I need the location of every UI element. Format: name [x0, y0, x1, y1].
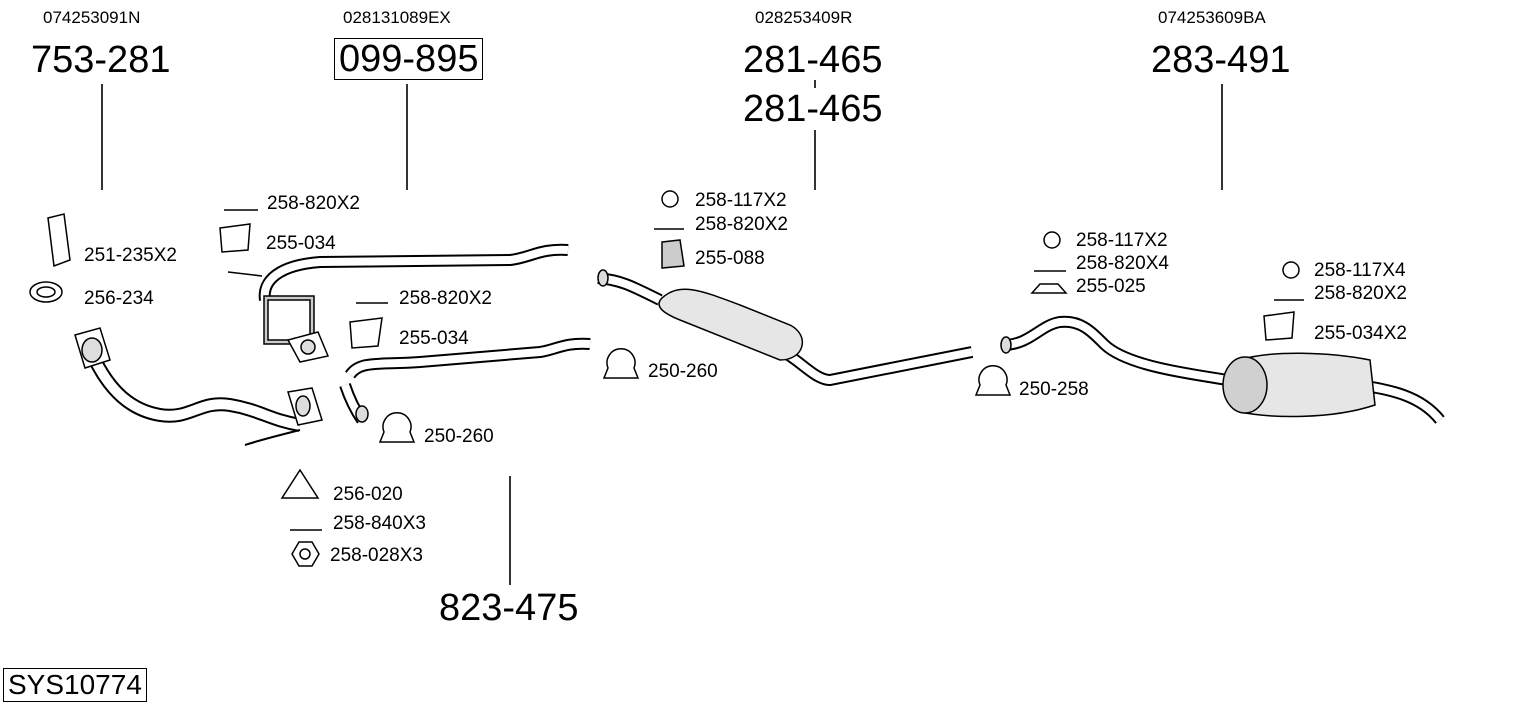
center-muffler-281-465: [597, 269, 974, 387]
rubber-hanger-icon: [661, 239, 685, 269]
rubber-hanger-icon: [219, 223, 251, 253]
rubber-hanger-icon: [349, 317, 383, 349]
rear-muffler-283-491: [1000, 315, 1445, 424]
fitting-label[interactable]: 251-235X2: [84, 245, 177, 266]
fitting-label[interactable]: 258-117X4: [1314, 260, 1406, 281]
clamp-icon: [602, 348, 640, 379]
oem-number-1: 074253091N: [43, 8, 141, 27]
fitting-label[interactable]: 255-034: [399, 328, 469, 349]
fitting-icons: [29, 190, 1304, 567]
fitting-label[interactable]: 258-820X2: [267, 193, 360, 214]
washer-ring-icon: [1282, 261, 1300, 279]
part-number-753-281[interactable]: 753-281: [31, 39, 171, 81]
fitting-label[interactable]: 255-025: [1076, 276, 1146, 297]
fitting-label[interactable]: 255-034: [266, 233, 336, 254]
fitting-label[interactable]: 258-840X3: [333, 513, 426, 534]
bracket-icon: [47, 213, 71, 268]
fitting-label[interactable]: 256-020: [333, 484, 403, 505]
fitting-label[interactable]: 255-088: [695, 248, 765, 269]
part-number-823-475[interactable]: 823-475: [439, 587, 579, 629]
washer-ring-icon: [661, 190, 679, 208]
oem-number-4: 074253609BA: [1158, 8, 1266, 27]
fitting-label[interactable]: 250-260: [424, 426, 494, 447]
front-pipe-753-281: [74, 327, 323, 446]
clamp-icon: [378, 412, 416, 443]
oem-number-3: 028253409R: [755, 8, 853, 27]
fitting-label[interactable]: 258-117X2: [1076, 230, 1168, 251]
washer-ring-icon: [1043, 231, 1061, 249]
fitting-label[interactable]: 258-820X2: [399, 288, 492, 309]
clamp-icon: [974, 365, 1012, 396]
fitting-label[interactable]: 250-260: [648, 361, 718, 382]
fitting-label[interactable]: 255-034X2: [1314, 323, 1407, 344]
fitting-label[interactable]: 258-820X4: [1076, 253, 1169, 274]
catalyst-099-895: [227, 243, 569, 363]
oem-number-2: 028131089EX: [343, 8, 451, 27]
rubber-hanger-icon: [1263, 311, 1295, 341]
part-number-281-465[interactable]: 281-465: [743, 39, 883, 81]
fitting-label[interactable]: 258-117X2: [695, 190, 787, 211]
fitting-label[interactable]: 256-234: [84, 288, 154, 309]
fitting-label[interactable]: 258-820X2: [695, 214, 788, 235]
fitting-label[interactable]: 250-258: [1019, 379, 1089, 400]
fitting-label[interactable]: 258-028X3: [330, 545, 423, 566]
part-number-283-491[interactable]: 283-491: [1151, 39, 1291, 81]
flange-gasket-icon: [280, 468, 320, 499]
system-code: SYS10774: [3, 668, 147, 702]
middle-pipe-823-475: [339, 337, 591, 424]
part-number-099-895[interactable]: 099-895: [334, 38, 484, 80]
rubber-hanger-icon: [1030, 283, 1068, 294]
part-number-281-465-second[interactable]: 281-465: [743, 88, 883, 130]
fitting-label[interactable]: 258-820X2: [1314, 283, 1407, 304]
